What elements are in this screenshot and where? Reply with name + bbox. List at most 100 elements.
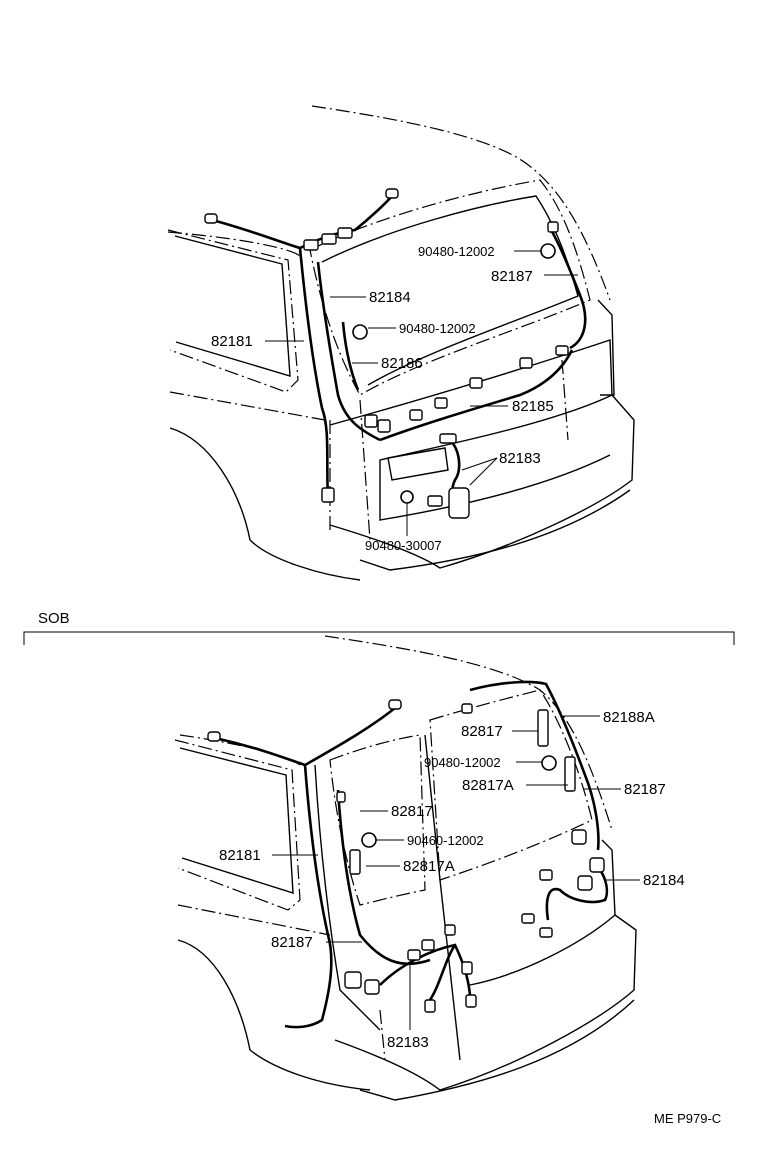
bottom-body-phantom	[177, 904, 386, 1061]
top-bumper	[329, 394, 635, 569]
left-side-wire-82181	[298, 247, 330, 501]
bottom-roof-wire	[214, 706, 396, 767]
label-grommet-90480-12002-a: 90480-12002	[418, 244, 495, 259]
label-82184: 82184	[369, 289, 411, 306]
bottom-left-door	[314, 764, 381, 1031]
connector	[469, 377, 483, 389]
connector	[564, 756, 576, 792]
label-82185: 82185	[512, 398, 554, 415]
connector	[539, 927, 553, 938]
connector	[321, 233, 337, 245]
bottom-left-door-wire-82187	[336, 789, 431, 966]
top-bumper-lower	[359, 489, 631, 571]
connector	[385, 188, 399, 199]
grommet-90480-12002-top-left	[352, 324, 368, 340]
label-82187-right: 82187	[624, 781, 666, 798]
bottom-right-door	[469, 839, 616, 986]
bottom-side-window-inner	[179, 747, 294, 894]
section-divider: SOB	[23, 610, 735, 645]
top-leader-lines	[265, 250, 578, 536]
connector	[337, 227, 353, 239]
bottom-roof-front	[179, 734, 301, 766]
connector	[439, 433, 457, 444]
connector	[409, 409, 423, 421]
connector	[204, 213, 218, 224]
connector	[427, 495, 443, 507]
bottom-side-window	[174, 739, 301, 911]
top-glass-inner	[321, 195, 579, 386]
top-roof-phantom	[311, 105, 611, 301]
top-glass-outline	[309, 179, 591, 396]
grommet-90480-12002-right	[541, 755, 557, 771]
top-tailgate	[329, 339, 613, 521]
bottom-fender	[177, 939, 371, 1091]
connector	[344, 971, 362, 989]
bottom-bumper-lower	[359, 999, 635, 1101]
top-side-window	[167, 229, 299, 393]
connector	[577, 875, 593, 891]
top-side-body	[169, 391, 326, 421]
top-fender	[169, 427, 361, 581]
connector	[349, 849, 361, 875]
connector	[555, 345, 569, 356]
grommet-90480-12002-top-right	[540, 243, 556, 259]
top-license-recess	[387, 447, 449, 481]
gate-wire-82185	[379, 349, 574, 442]
label-82183: 82183	[499, 450, 541, 467]
top-tailgate-phantom	[329, 359, 569, 541]
label-82187-left: 82187	[271, 934, 313, 951]
label-82817-right: 82817	[461, 723, 503, 740]
connector	[434, 397, 448, 409]
bottom-left-wire-82181	[284, 764, 333, 1029]
label-82188A: 82188A	[603, 709, 655, 726]
grommet-90460-12002-left	[361, 832, 377, 848]
connector	[571, 829, 587, 845]
connector	[537, 709, 549, 747]
connector	[407, 949, 421, 961]
bottom-right-wire-82184	[545, 858, 609, 921]
bottom-part-labels: 82188A 82817 90480-12002 82817A 82187 82…	[219, 709, 685, 1051]
grommet-90480-30007	[400, 490, 414, 504]
section-bracket	[23, 631, 735, 645]
connector	[207, 731, 221, 742]
top-taillight-right	[597, 299, 615, 396]
label-82817-left: 82817	[391, 803, 433, 820]
connector	[377, 419, 391, 433]
bottom-wiring-harness	[207, 680, 609, 1029]
top-side-window-inner	[174, 235, 291, 377]
bottom-left-glass	[329, 734, 426, 906]
connector	[321, 487, 335, 503]
label-grommet-90480-30007: 90480-30007	[365, 538, 442, 553]
top-wiring-harness	[204, 188, 587, 519]
connector	[547, 221, 559, 233]
connector	[589, 857, 605, 873]
connector	[388, 699, 402, 710]
connector	[448, 487, 470, 519]
label-grommet-90460-12002-left: 90460-12002	[407, 833, 484, 848]
connector	[461, 961, 473, 975]
bottom-door-split	[424, 734, 461, 1061]
bottom-right-wire-82188A	[469, 680, 600, 851]
bottom-harness-82183	[379, 943, 472, 1001]
bottom-leader-lines	[272, 715, 640, 1030]
connector	[539, 869, 553, 881]
label-82183-bottom: 82183	[387, 1034, 429, 1051]
label-82187: 82187	[491, 268, 533, 285]
connector	[521, 913, 535, 924]
connector	[465, 994, 477, 1008]
bottom-vehicle-illustration	[174, 635, 637, 1101]
connector	[364, 979, 380, 995]
right-wire-82187	[548, 227, 587, 350]
glass-wire-82186	[341, 321, 360, 391]
top-part-labels: 90480-12002 82187 82184 90480-12002 8218…	[211, 244, 554, 553]
connector	[519, 357, 533, 369]
bottom-bumper	[334, 914, 637, 1091]
label-82181-bottom: 82181	[219, 847, 261, 864]
connector	[364, 414, 378, 428]
pillar-wire-82184	[316, 261, 381, 442]
roof-wire	[211, 195, 393, 250]
label-grommet-90480-12002-right: 90480-12002	[424, 755, 501, 770]
label-82817A-left: 82817A	[403, 858, 455, 875]
connector	[303, 239, 319, 251]
